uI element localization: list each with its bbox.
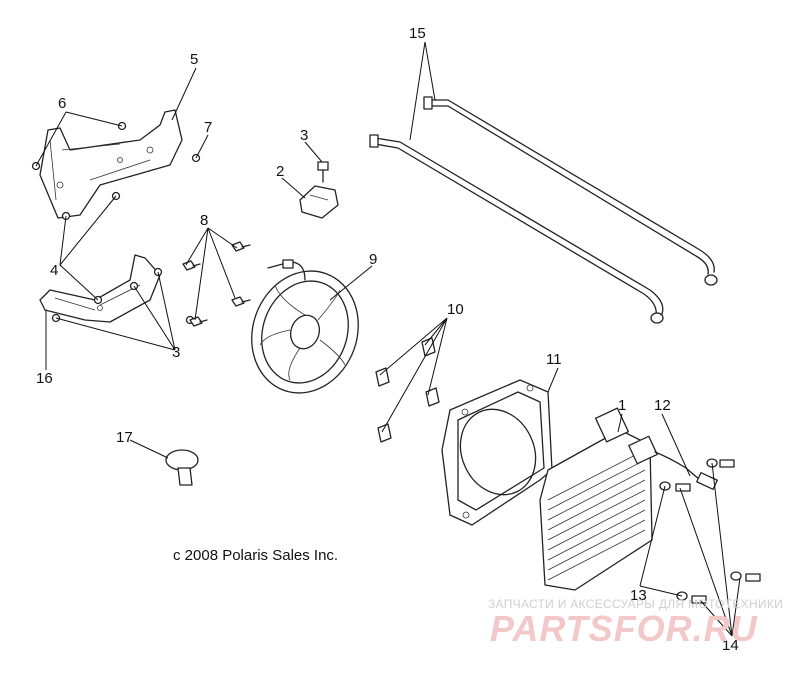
callout-16: 16 [36, 370, 53, 387]
cooler-part-1 [539, 407, 658, 591]
clamp-part-2 [299, 185, 339, 219]
hose-clamp-part-17 [165, 449, 199, 486]
shroud-part-11 [441, 379, 553, 526]
screw-part-3 [317, 161, 329, 183]
callout-1: 1 [618, 397, 626, 414]
callout-8: 8 [200, 212, 208, 229]
watermark-logo: PARTSFOR.RU [490, 608, 758, 649]
callout-3-top: 3 [300, 127, 308, 144]
callout-10: 10 [447, 301, 464, 318]
callout-11: 11 [546, 351, 562, 368]
callout-15: 15 [409, 25, 426, 42]
callouts: 5 6 7 3 2 8 4 9 10 3 16 11 1 12 17 15 13… [36, 25, 739, 654]
callout-6: 6 [58, 95, 66, 112]
callout-13: 13 [630, 587, 647, 604]
fasteners-13-14 [659, 458, 761, 604]
callout-12: 12 [654, 397, 671, 414]
callout-2: 2 [276, 163, 284, 180]
callout-17: 17 [116, 429, 133, 446]
fan-part-9 [251, 259, 359, 394]
callout-9: 9 [369, 251, 377, 268]
bolts-part-8 [182, 241, 251, 327]
callout-7: 7 [204, 119, 212, 136]
callout-14: 14 [722, 637, 739, 654]
callout-5: 5 [190, 51, 198, 68]
hoses-part-15 [369, 96, 718, 324]
clips-part-10 [375, 337, 440, 443]
copyright-text: c 2008 Polaris Sales Inc. [173, 547, 339, 564]
leader-lines [35, 41, 741, 637]
watermark-tagline: ЗАПЧАСТИ И АКСЕССУАРЫ ДЛЯ МОТОТЕХНИКИ [488, 597, 784, 611]
callout-3-bracket: 3 [172, 344, 180, 361]
callout-4: 4 [50, 262, 58, 279]
bracket-upper [39, 109, 183, 219]
